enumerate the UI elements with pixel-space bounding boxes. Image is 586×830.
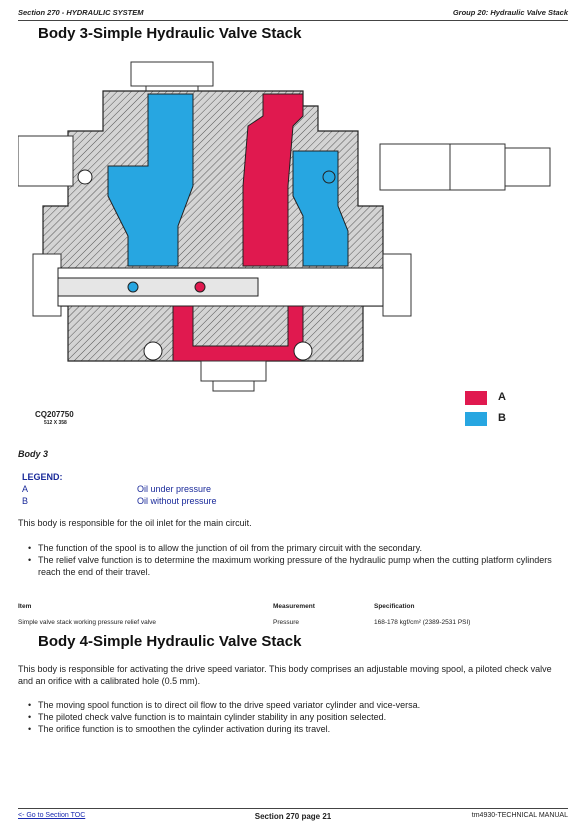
table-cell-specification: 168-178 kgf/cm² (2389-2531 PSI) bbox=[374, 619, 471, 626]
valve-stack-diagram bbox=[18, 61, 551, 392]
list-item: The function of the spool is to allow th… bbox=[28, 542, 568, 554]
legend-swatch-b bbox=[465, 412, 487, 426]
list-item: The relief valve function is to determin… bbox=[28, 554, 568, 578]
table-cell-measurement: Pressure bbox=[273, 619, 300, 626]
table-header-measurement: Measurement bbox=[273, 603, 315, 610]
table-header-specification: Specification bbox=[374, 603, 415, 610]
body3-title: Body 3-Simple Hydraulic Valve Stack bbox=[38, 25, 302, 42]
spec-table: Item Measurement Specification Simple va… bbox=[18, 603, 568, 627]
body3-bullets: The function of the spool is to allow th… bbox=[28, 542, 568, 578]
table-cell-item: Simple valve stack working pressure reli… bbox=[18, 619, 156, 626]
list-item: The orifice function is to smoothen the … bbox=[28, 723, 568, 735]
header-section: Section 270 - HYDRAULIC SYSTEM bbox=[18, 8, 144, 17]
legend-key-a: A bbox=[22, 484, 29, 494]
body3-intro: This body is responsible for the oil inl… bbox=[18, 518, 252, 528]
legend-desc-b: Oil without pressure bbox=[137, 496, 217, 506]
page-header: Section 270 - HYDRAULIC SYSTEM Group 20:… bbox=[18, 6, 568, 21]
figure-id: CQ207750 bbox=[35, 410, 74, 419]
page-number: Section 270 page 21 bbox=[254, 812, 332, 821]
list-item: The moving spool function is to direct o… bbox=[28, 699, 568, 711]
table-header-item: Item bbox=[18, 603, 32, 610]
legend-desc-a: Oil under pressure bbox=[137, 484, 212, 494]
legend-letter-a: A bbox=[498, 391, 506, 403]
list-item: The piloted check valve function is to m… bbox=[28, 711, 568, 723]
body4-intro: This body is responsible for activating … bbox=[18, 664, 552, 686]
legend-key-b: B bbox=[22, 496, 29, 506]
legend-title: LEGEND: bbox=[22, 472, 63, 482]
figure-size: 512 X 358 bbox=[44, 420, 67, 426]
legend-letter-b: B bbox=[498, 412, 506, 424]
figure-caption: Body 3 bbox=[18, 449, 49, 459]
page-footer: <- Go to Section TOC Section 270 page 21… bbox=[18, 808, 568, 823]
legend-swatch-a bbox=[465, 391, 487, 405]
body4-title: Body 4-Simple Hydraulic Valve Stack bbox=[38, 633, 302, 650]
go-to-section-toc-link[interactable]: <- Go to Section TOC bbox=[18, 812, 86, 819]
manual-id: tm4930-TECHNICAL MANUAL bbox=[471, 812, 568, 819]
header-group: Group 20: Hydraulic Valve Stack bbox=[452, 8, 568, 17]
body4-bullets: The moving spool function is to direct o… bbox=[28, 699, 568, 735]
